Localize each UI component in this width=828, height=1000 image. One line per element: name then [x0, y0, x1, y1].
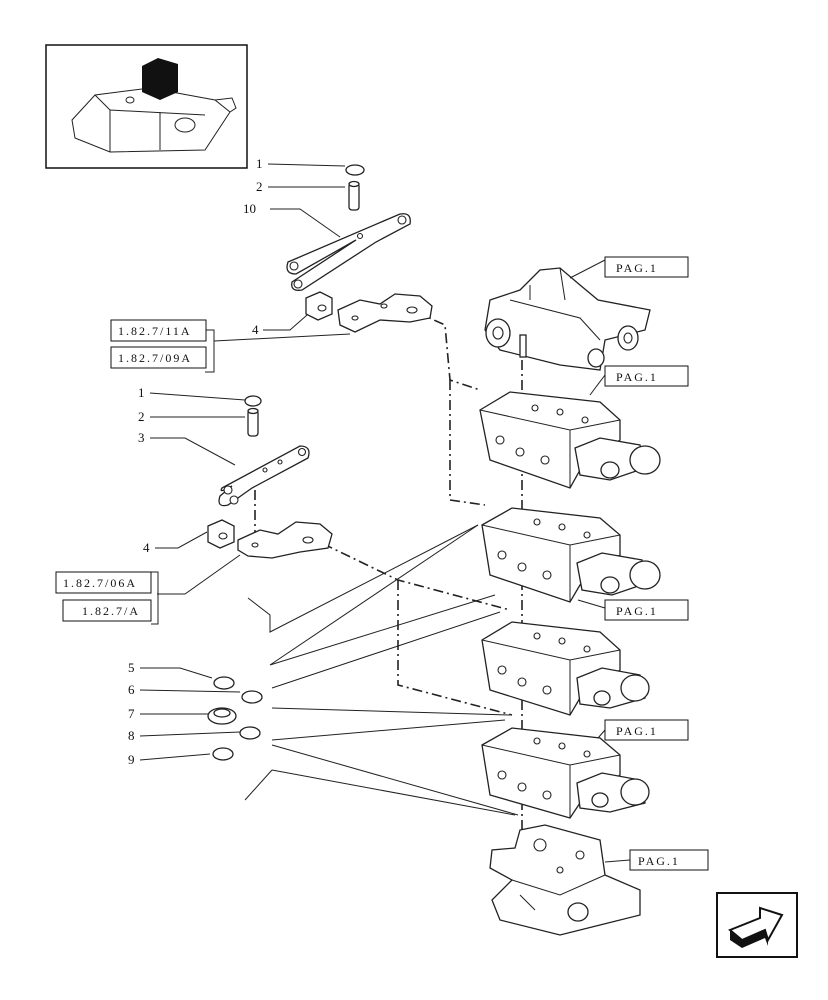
control-valve-section[interactable]	[481, 507, 661, 603]
callout-number: 2	[138, 409, 145, 424]
callout-number: 4	[252, 322, 259, 337]
next-page-arrow-icon[interactable]	[716, 892, 798, 958]
block-part[interactable]	[305, 291, 333, 321]
svg-text:PAG.1: PAG.1	[616, 370, 658, 384]
reference-link-1[interactable]: 1.82.7/11A	[110, 319, 207, 342]
o-ring-part[interactable]	[213, 676, 235, 690]
seal-ring-part[interactable]	[207, 707, 237, 725]
callout-number: 1	[256, 156, 263, 171]
page-link-2[interactable]: PAG.1	[589, 365, 689, 396]
svg-text:PAG.1: PAG.1	[616, 261, 658, 275]
control-valve-section[interactable]	[481, 727, 650, 819]
svg-text:PAG.1: PAG.1	[638, 854, 680, 868]
o-ring-part[interactable]	[241, 690, 263, 704]
control-valve-section[interactable]	[479, 391, 661, 489]
callout-number: 4	[143, 540, 150, 555]
circlip-part[interactable]	[345, 164, 365, 176]
page-link-1[interactable]: PAG.1	[569, 256, 689, 279]
svg-text:1.82.7/06A: 1.82.7/06A	[63, 576, 137, 590]
callout-number: 10	[243, 201, 256, 216]
page-link-3[interactable]: PAG.1	[577, 599, 689, 621]
o-ring-part[interactable]	[212, 747, 234, 761]
reference-link-3[interactable]: 1.82.7/06A	[55, 571, 152, 594]
bracket-part[interactable]	[337, 293, 433, 333]
callout-number: 2	[256, 179, 263, 194]
block-part[interactable]	[207, 519, 235, 549]
bracket-part[interactable]	[237, 521, 333, 559]
page-link-5[interactable]: PAG.1	[604, 849, 709, 871]
callout-number: 1	[138, 385, 145, 400]
callout-number: 6	[128, 682, 135, 697]
control-valve-section[interactable]	[481, 621, 650, 716]
callout-leaders	[139, 163, 351, 761]
svg-text:1.82.7/09A: 1.82.7/09A	[118, 351, 192, 365]
pin-part[interactable]	[348, 180, 360, 211]
callout-number: 8	[128, 728, 135, 743]
callout-number: 5	[128, 660, 135, 675]
lever-link-part[interactable]	[286, 213, 411, 291]
circlip-part[interactable]	[244, 395, 262, 407]
callout-number: 9	[128, 752, 135, 767]
svg-text:1.82.7/A: 1.82.7/A	[82, 604, 140, 618]
tractor-lift-thumbnail-icon[interactable]	[45, 44, 248, 169]
lever-part[interactable]	[218, 445, 310, 507]
callout-number: 3	[138, 430, 145, 445]
page-link-4[interactable]: PAG.1	[597, 719, 689, 741]
pointer-lines	[244, 524, 519, 816]
o-ring-part[interactable]	[239, 726, 261, 740]
svg-text:1.82.7/11A: 1.82.7/11A	[118, 324, 192, 338]
reference-link-2[interactable]: 1.82.7/09A	[110, 346, 207, 369]
end-cover-part[interactable]	[489, 824, 641, 936]
svg-text:PAG.1: PAG.1	[616, 604, 658, 618]
reference-link-4[interactable]: 1.82.7/A	[62, 599, 152, 622]
callout-number: 7	[128, 706, 135, 721]
inlet-cover-part[interactable]	[484, 267, 651, 371]
svg-text:PAG.1: PAG.1	[616, 724, 658, 738]
pin-part[interactable]	[247, 407, 259, 437]
